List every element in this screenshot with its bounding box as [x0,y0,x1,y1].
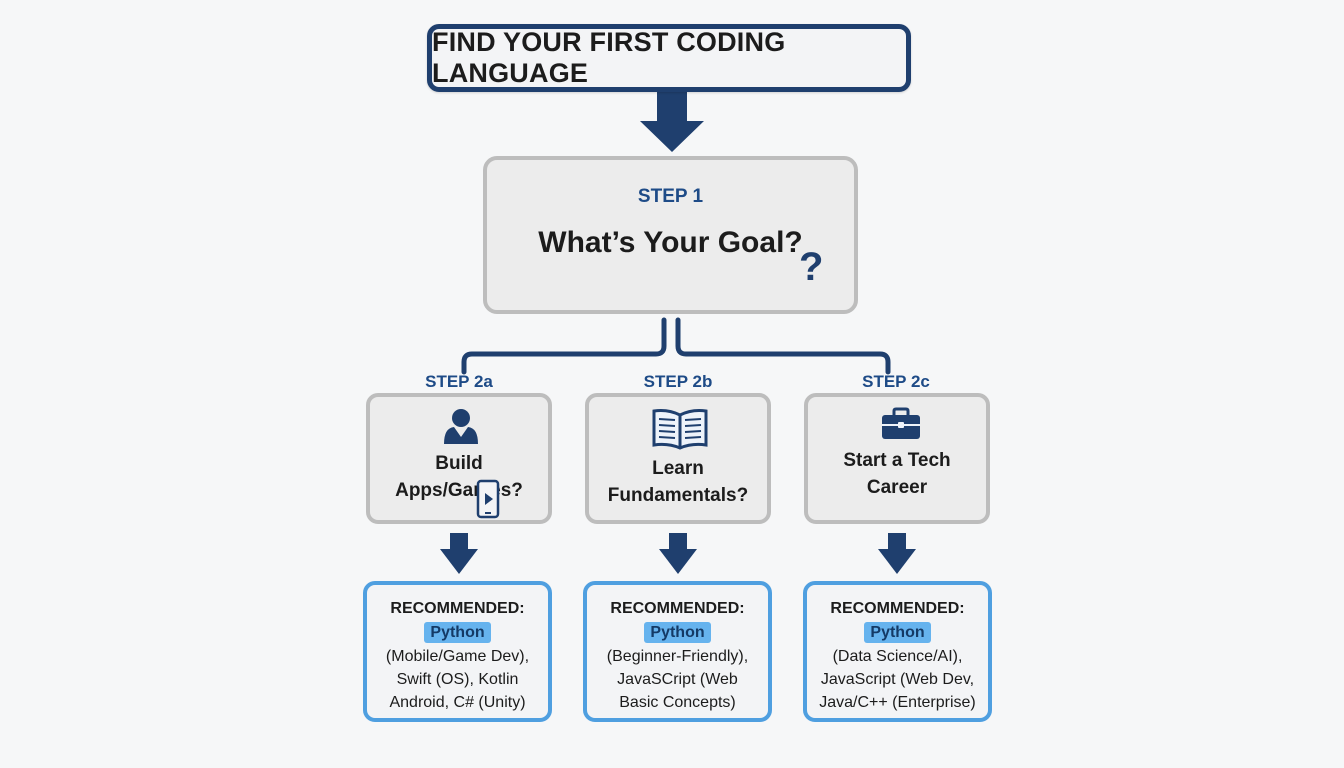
recommendation-heading: RECOMMENDED: [390,600,525,617]
recommendation-detail: (Data Science/AI), [832,648,963,665]
recommended-language: Python [864,622,931,643]
step2b-text-line1: Learn [652,458,704,479]
down-arrow-2c [878,533,916,574]
step2c-box: Start a Tech Career [804,393,990,524]
recommendation-box-2c: RECOMMENDED: Python (Data Science/AI), J… [803,581,992,722]
recommendation-detail: (Beginner-Friendly), [606,648,749,665]
step2c-text-line2: Career [866,477,928,498]
recommendation-box-2a: RECOMMENDED: Python (Mobile/Game Dev), S… [363,581,552,722]
step2b-text-line2: Fundamentals? [607,485,749,506]
open-book-icon [652,409,708,450]
question-mark-icon: ? [799,245,824,289]
down-arrow-2a [440,533,478,574]
person-icon [444,409,478,444]
step2c-label: STEP 2c [862,372,930,391]
branch-connector [461,317,891,375]
step2b-label: STEP 2b [643,372,713,391]
down-arrow-title-to-step1 [640,92,704,152]
recommendation-detail: Basic Concepts) [619,694,736,711]
step2a-box: Build Apps/Games? [366,393,552,524]
recommendation-heading: RECOMMENDED: [610,600,745,617]
recommendation-detail: (Mobile/Game Dev), [385,648,530,665]
step1-label: STEP 1 [637,186,704,207]
step1-question: What’s Your Goal? [538,226,803,259]
diagram-title: FIND YOUR FIRST CODING LANGUAGE [427,24,911,92]
recommendation-box-2b: RECOMMENDED: Python (Beginner-Friendly),… [583,581,772,722]
smartphone-play-icon [476,479,500,519]
step2a-label: STEP 2a [425,372,493,391]
down-arrow-2b [659,533,697,574]
recommended-language: Python [424,622,491,643]
recommendation-heading: RECOMMENDED: [830,600,965,617]
recommended-language: Python [644,622,711,643]
briefcase-icon [882,407,920,439]
step2c-text-line1: Start a Tech [843,450,951,471]
recommendation-detail: Java/C++ (Enterprise) [819,694,976,711]
recommendation-detail: JavaScript (Web Dev, [820,671,975,688]
step2b-box: Learn Fundamentals? [585,393,771,524]
recommendation-detail: JavaSCript (Web [617,671,738,688]
recommendation-detail: Android, C# (Unity) [389,694,526,711]
recommendation-detail: Swift (OS), Kotlin [396,671,519,688]
step1-box: STEP 1 What’s Your Goal? ? [483,156,858,314]
step2a-text: Build Apps/Games? [395,453,523,501]
